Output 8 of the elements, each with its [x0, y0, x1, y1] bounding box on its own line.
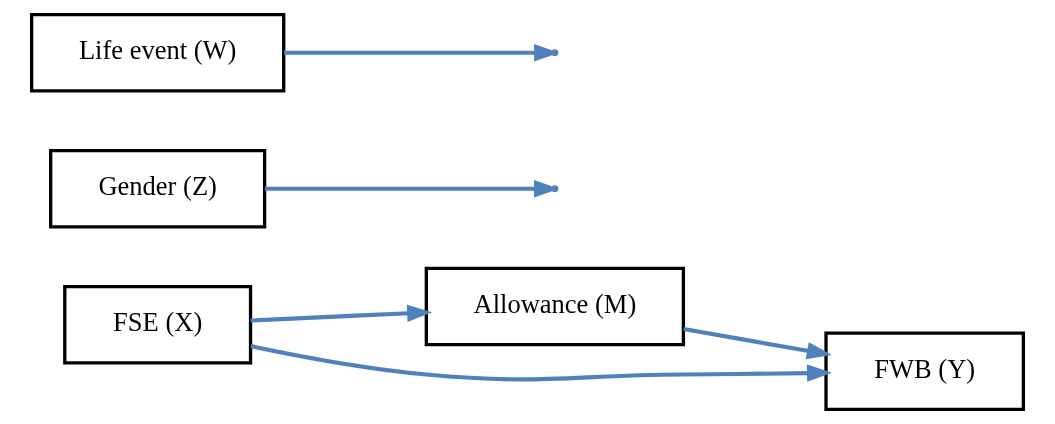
- node-box: Gender (Z): [49, 149, 267, 229]
- node-box: FWB (Y): [824, 331, 1026, 411]
- node-box: FSE (X): [63, 284, 253, 365]
- arrow: [250, 304, 433, 323]
- arrow: [683, 326, 832, 360]
- node-box: Allowance (M): [424, 266, 686, 347]
- arrow: [250, 344, 832, 382]
- node-box: Life event (W): [29, 13, 286, 93]
